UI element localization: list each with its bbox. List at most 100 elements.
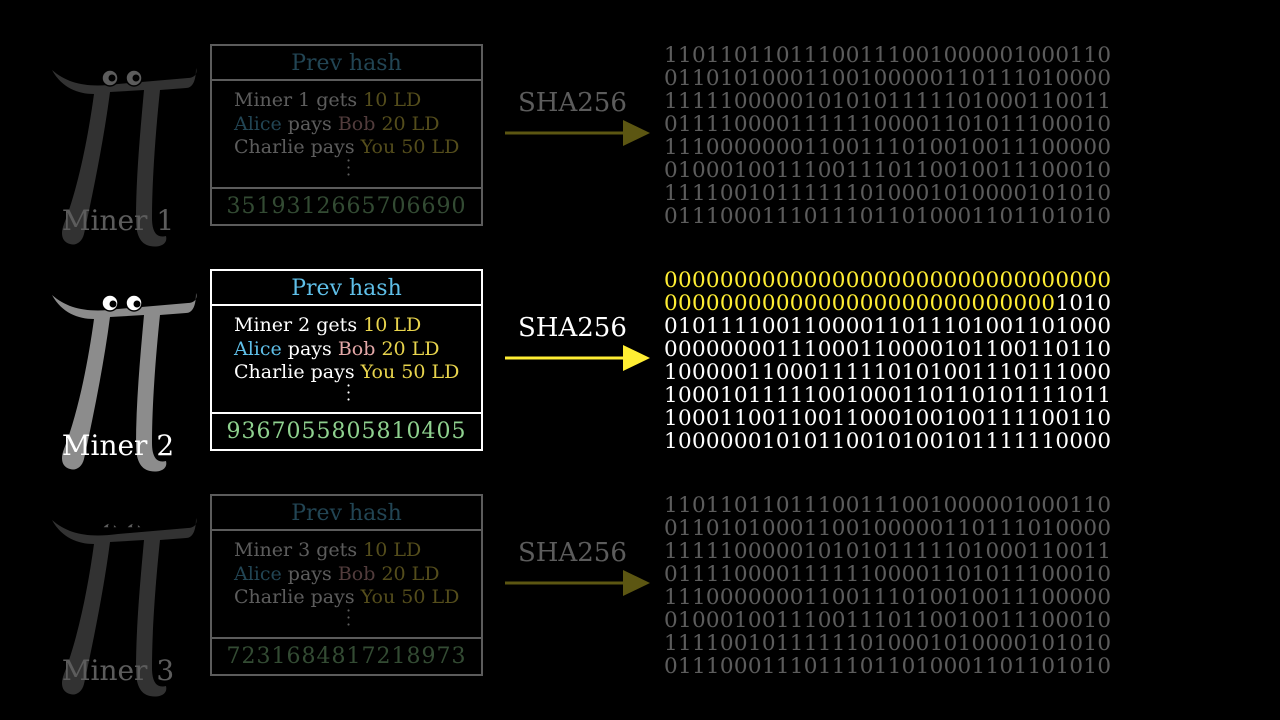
tx-verb: pays [281, 337, 338, 360]
hash-bits-line: 01000100111001110110010011100010 [664, 609, 1111, 632]
tx-verb: pays [281, 112, 338, 135]
hash-bits-line: 00000000111000110000101100110110 [664, 338, 1111, 361]
tx-verb: gets [310, 314, 364, 336]
arrow-icon [505, 570, 650, 596]
hash-bits-line: 01110001110111011010001101101010 [664, 205, 1111, 228]
hash-bits-line: 10000001010110010100101111110000 [664, 430, 1111, 453]
transaction: Charlie pays You 50 LD [234, 586, 481, 610]
hash-bits-line: 00000000000000000000000000000000 [664, 269, 1111, 292]
hash-rest: 10001100110011000100100111100110 [664, 406, 1112, 431]
hash-rest: 10001011111001000110110101111011 [664, 383, 1112, 408]
tx-to: Bob [337, 112, 376, 135]
tx-from: Miner 2 [234, 314, 311, 336]
pi-creature-icon [52, 293, 197, 472]
tx-to: You [360, 586, 396, 608]
hash-rest: 01101010001100100000110111010000 [664, 66, 1112, 91]
tx-to: Bob [337, 337, 376, 360]
hash-rest: 10000011000111110101001110111000 [664, 360, 1112, 385]
nonce: 3519312665706690 [210, 187, 483, 226]
hash-rest: 01000100111001110110010011100010 [664, 608, 1112, 633]
tx-amount: 20 LD [381, 112, 440, 135]
tx-from: Charlie [234, 361, 305, 383]
arrow-icon [505, 120, 650, 146]
pi-creature [48, 48, 200, 248]
pi-creature [48, 498, 200, 698]
prev-hash-header: Prev hash [210, 494, 483, 531]
tx-from: Miner 3 [234, 539, 311, 561]
transaction: Alice pays Bob 20 LD [234, 563, 481, 587]
hash-bits-line: 01101010001100100000110111010000 [664, 67, 1111, 90]
tx-verb: pays [281, 562, 338, 585]
hash-zero-run: 00000000000000000000000000000000 [664, 268, 1112, 293]
hash-bits-line: 11100000001100111010010011100000 [664, 586, 1111, 609]
tx-amount: 50 LD [401, 361, 460, 383]
tx-amount: 50 LD [401, 136, 460, 158]
hash-rest: 11100000001100111010010011100000 [664, 585, 1112, 610]
hash-rest: 01011110011000011011101001101000 [664, 314, 1112, 339]
hash-rest: 01101010001100100000110111010000 [664, 516, 1112, 541]
tx-amount: 10 LD [363, 539, 422, 561]
hash-rest: 11100000001100111010010011100000 [664, 135, 1112, 160]
hash-bits-line: 01011110011000011011101001101000 [664, 315, 1111, 338]
hash-rest: 11110010111111010001010000101010 [664, 181, 1112, 206]
transaction: Charlie pays You 50 LD [234, 136, 481, 160]
hash-rest: 11111000001010101111101000110011 [664, 539, 1112, 564]
tx-verb: pays [304, 586, 361, 608]
hash-bits-line: 00000000000000000000000000001010 [664, 292, 1111, 315]
pi-creature [48, 273, 200, 473]
hash-rest: 01110001110111011010001101101010 [664, 204, 1112, 229]
vertical-ellipsis: ··· [345, 376, 352, 409]
hash-rest: 01111000011111100001101011100010 [664, 562, 1112, 587]
tx-amount: 20 LD [381, 337, 440, 360]
pi-creature-icon [52, 518, 197, 697]
hash-bits-line: 01000100111001110110010011100010 [664, 159, 1111, 182]
hash-bits-line: 11110010111111010001010000101010 [664, 632, 1111, 655]
vertical-ellipsis: ··· [345, 601, 352, 634]
transaction: Alice pays Bob 20 LD [234, 113, 481, 137]
vertical-ellipsis: ··· [345, 151, 352, 184]
hash-rest: 00000000111000110000101100110110 [664, 337, 1112, 362]
transaction: Miner 1 gets 10 LD [234, 89, 481, 113]
hash-bits-line: 11111000001010101111101000110011 [664, 90, 1111, 113]
tx-verb: gets [310, 539, 364, 561]
transaction: Miner 2 gets 10 LD [234, 314, 481, 338]
pi-creature-icon [52, 68, 197, 247]
miner-label: Miner 2 [61, 429, 175, 462]
sha256-label: SHA256 [518, 88, 627, 118]
tx-amount: 10 LD [363, 89, 422, 111]
hash-bits-line: 11011011011100111001000001000110 [664, 44, 1111, 67]
hash-rest: 11111000001010101111101000110011 [664, 89, 1112, 114]
transaction: Alice pays Bob 20 LD [234, 338, 481, 362]
hash-rest: 11110010111111010001010000101010 [664, 631, 1112, 656]
arrow-icon [505, 345, 650, 371]
tx-to: You [360, 136, 396, 158]
sha256-label: SHA256 [518, 538, 627, 568]
prev-hash-header: Prev hash [210, 44, 483, 81]
hash-rest: 11011011011100111001000001000110 [664, 493, 1112, 518]
hash-bits-line: 01111000011111100001101011100010 [664, 113, 1111, 136]
tx-verb: pays [304, 361, 361, 383]
hash-rest: 1010 [1055, 291, 1112, 316]
hash-bits-line: 01110001110111011010001101101010 [664, 655, 1111, 678]
transaction: Charlie pays You 50 LD [234, 361, 481, 385]
tx-amount: 10 LD [363, 314, 422, 336]
hash-bits-line: 01101010001100100000110111010000 [664, 517, 1111, 540]
tx-verb: gets [310, 89, 364, 111]
hash-bits-line: 10001011111001000110110101111011 [664, 384, 1111, 407]
sha256-label: SHA256 [518, 313, 627, 343]
nonce: 9367055805810405 [210, 412, 483, 451]
hash-bits-line: 10001100110011000100100111100110 [664, 407, 1111, 430]
tx-from: Alice [234, 337, 282, 360]
hash-bits-line: 10000011000111110101001110111000 [664, 361, 1111, 384]
hash-bits-line: 11011011011100111001000001000110 [664, 494, 1111, 517]
hash-rest: 01110001110111011010001101101010 [664, 654, 1112, 679]
